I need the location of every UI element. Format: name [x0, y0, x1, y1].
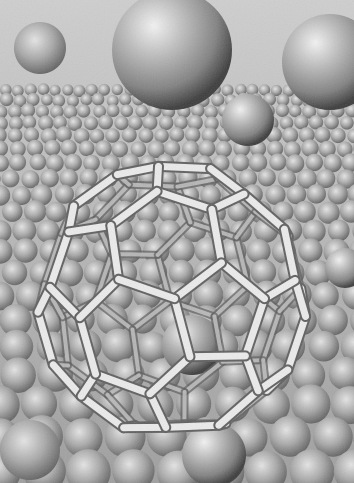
fullerene-illustration: [0, 0, 354, 483]
film-grain: [0, 0, 354, 483]
photo-frame: [0, 0, 354, 483]
